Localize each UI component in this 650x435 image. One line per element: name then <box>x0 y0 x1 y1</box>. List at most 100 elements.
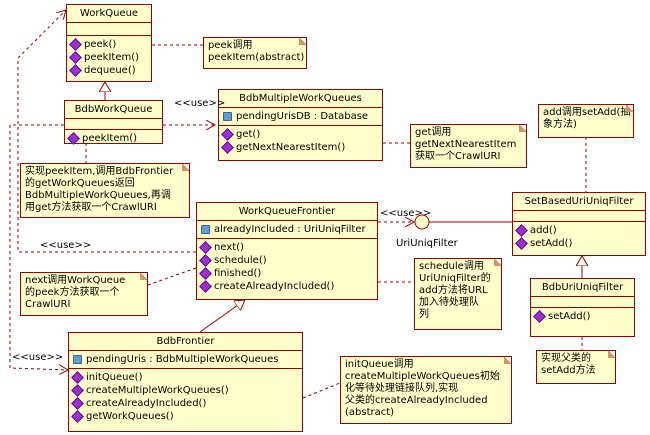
stereotype-use-left: <<use>> <box>40 240 92 251</box>
stereotype-use-bottom: <<use>> <box>12 352 64 363</box>
class-bdbfrontier[interactable]: BdbFrontier pendingUris : BdbMultipleWor… <box>68 332 303 432</box>
operation: createAlreadyIncluded() <box>71 397 298 410</box>
operation-icon <box>71 384 84 397</box>
operation-label: setAdd() <box>548 311 591 322</box>
operation: getNextNearestItem() <box>221 141 378 154</box>
operation-label: dequeue() <box>84 65 136 76</box>
class-workqueue-ops: peek() peekItem() dequeue() <box>67 36 151 79</box>
attribute-icon <box>73 355 82 364</box>
operation: dequeue() <box>69 64 147 77</box>
uriuniq-lollipop <box>414 214 430 230</box>
operation-label: schedule() <box>214 255 267 266</box>
note-schedule: schedule调用 UriUniqFilter的 add方法将URL 加入待处… <box>414 258 502 330</box>
class-bdbworkqueue-title: BdbWorkQueue <box>65 101 162 119</box>
class-workqueuefrontier-ops: next() schedule() finished() createAlrea… <box>197 239 377 295</box>
note-next: next调用WorkQueue 的peek方法获取一个 CrawlURI <box>20 272 148 316</box>
operation: next() <box>199 241 373 254</box>
attribute: pendingUrisDB : Database <box>223 110 378 123</box>
operation-label: getWorkQueues() <box>86 411 174 422</box>
operation-icon <box>199 241 212 254</box>
operation: setAdd() <box>533 310 630 323</box>
attribute-label: pendingUris : BdbMultipleWorkQueues <box>86 354 279 365</box>
class-setbaseduriuniqfilter-attrs <box>513 211 645 222</box>
operation-label: add() <box>530 225 557 236</box>
class-workqueue-attrs <box>67 23 151 36</box>
class-workqueuefrontier[interactable]: WorkQueueFrontier alreadyIncluded : UriU… <box>196 202 378 300</box>
interface-label-uriuniqfilter: UriUniqFilter <box>396 238 458 249</box>
attribute: alreadyIncluded : UriUniqFilter <box>201 223 373 236</box>
operation-icon <box>533 310 546 323</box>
class-bdburiuniqfilter-attrs <box>531 297 634 308</box>
operation: peekItem() <box>69 51 147 64</box>
class-workqueue[interactable]: WorkQueue peek() peekItem() dequeue() <box>66 4 152 82</box>
attribute-label: alreadyIncluded : UriUniqFilter <box>214 224 366 235</box>
operation-icon <box>221 128 234 141</box>
operation-label: createAlreadyIncluded() <box>214 281 335 292</box>
operation-label: peek() <box>84 39 117 50</box>
operation-icon <box>69 38 82 51</box>
operation-icon <box>221 141 234 154</box>
note-setadd: 实现父类的 setAdd方法 <box>536 350 616 384</box>
note-initqueue: initQueue调用 createMultipleWorkQueues初始 化… <box>340 356 512 424</box>
operation: getWorkQueues() <box>71 410 298 423</box>
operation-icon <box>71 371 84 384</box>
operation: createMultipleWorkQueues() <box>71 384 298 397</box>
operation-label: peekItem() <box>82 133 138 144</box>
operation: get() <box>221 128 378 141</box>
operation-icon <box>67 132 80 145</box>
class-bdbworkqueue-ops: peekItem() <box>65 130 162 147</box>
operation-icon <box>199 280 212 293</box>
note-anchor-initqueue <box>302 382 341 399</box>
class-bdbfrontier-title: BdbFrontier <box>69 333 302 351</box>
class-setbaseduriuniqfilter-ops: add() setAdd() <box>513 222 645 252</box>
use-bdbworkqueue-left <box>9 124 68 370</box>
class-bdburiuniqfilter[interactable]: BdbUriUniqFilter setAdd() <box>530 278 635 337</box>
class-bdbmultipleworkqueues[interactable]: BdbMultipleWorkQueues pendingUrisDB : Da… <box>218 89 383 161</box>
operation-label: setAdd() <box>530 238 573 249</box>
note-get: get调用 getNextNearestItem 获取一个CrawlURI <box>410 124 527 168</box>
attribute-label: pendingUrisDB : Database <box>236 111 369 122</box>
operation: peek() <box>69 38 147 51</box>
class-bdbmultipleworkqueues-ops: get() getNextNearestItem() <box>219 126 382 156</box>
operation-label: get() <box>236 129 261 140</box>
operation-icon <box>199 254 212 267</box>
operation-icon <box>71 410 84 423</box>
operation: initQueue() <box>71 371 298 384</box>
operation-label: peekItem() <box>84 52 140 63</box>
note-peek: peek调用 peekItem(abstract) <box>203 37 307 69</box>
operation-label: getNextNearestItem() <box>236 142 346 153</box>
operation: setAdd() <box>515 237 641 250</box>
class-bdbworkqueue-attrs <box>65 119 162 130</box>
operation-label: next() <box>214 242 244 253</box>
note-add: add调用setAdd(抽 象方法) <box>538 104 634 138</box>
class-workqueuefrontier-attrs: alreadyIncluded : UriUniqFilter <box>197 221 377 239</box>
operation-icon <box>69 64 82 77</box>
note-peekitem: 实现peekItem,调用BdbFrontier 的getWorkQueues返… <box>20 163 190 218</box>
class-bdburiuniqfilter-title: BdbUriUniqFilter <box>531 279 634 297</box>
class-bdbfrontier-ops: initQueue() createMultipleWorkQueues() c… <box>69 369 302 425</box>
operation-label: createAlreadyIncluded() <box>86 398 207 409</box>
operation-icon <box>69 51 82 64</box>
operation-icon <box>199 267 212 280</box>
operation-icon <box>71 397 84 410</box>
inherit-bdbfrontier-frontier <box>199 300 245 333</box>
operation-label: createMultipleWorkQueues() <box>86 385 229 396</box>
operation: createAlreadyIncluded() <box>199 280 373 293</box>
operation-icon <box>515 237 528 250</box>
class-workqueuefrontier-title: WorkQueueFrontier <box>197 203 377 221</box>
operation: schedule() <box>199 254 373 267</box>
class-bdbfrontier-attrs: pendingUris : BdbMultipleWorkQueues <box>69 351 302 369</box>
operation: add() <box>515 224 641 237</box>
operation: peekItem() <box>67 132 158 145</box>
class-setbaseduriuniqfilter-title: SetBasedUriUniqFilter <box>513 193 645 211</box>
operation: finished() <box>199 267 373 280</box>
attribute-icon <box>223 112 232 121</box>
attribute: pendingUris : BdbMultipleWorkQueues <box>73 353 298 366</box>
class-workqueue-title: WorkQueue <box>67 5 151 23</box>
class-bdbmultipleworkqueues-attrs: pendingUrisDB : Database <box>219 108 382 126</box>
class-setbaseduriuniqfilter[interactable]: SetBasedUriUniqFilter add() setAdd() <box>512 192 646 256</box>
class-bdbworkqueue[interactable]: BdbWorkQueue peekItem() <box>64 100 163 147</box>
attribute-icon <box>201 225 210 234</box>
class-bdbmultipleworkqueues-title: BdbMultipleWorkQueues <box>219 90 382 108</box>
